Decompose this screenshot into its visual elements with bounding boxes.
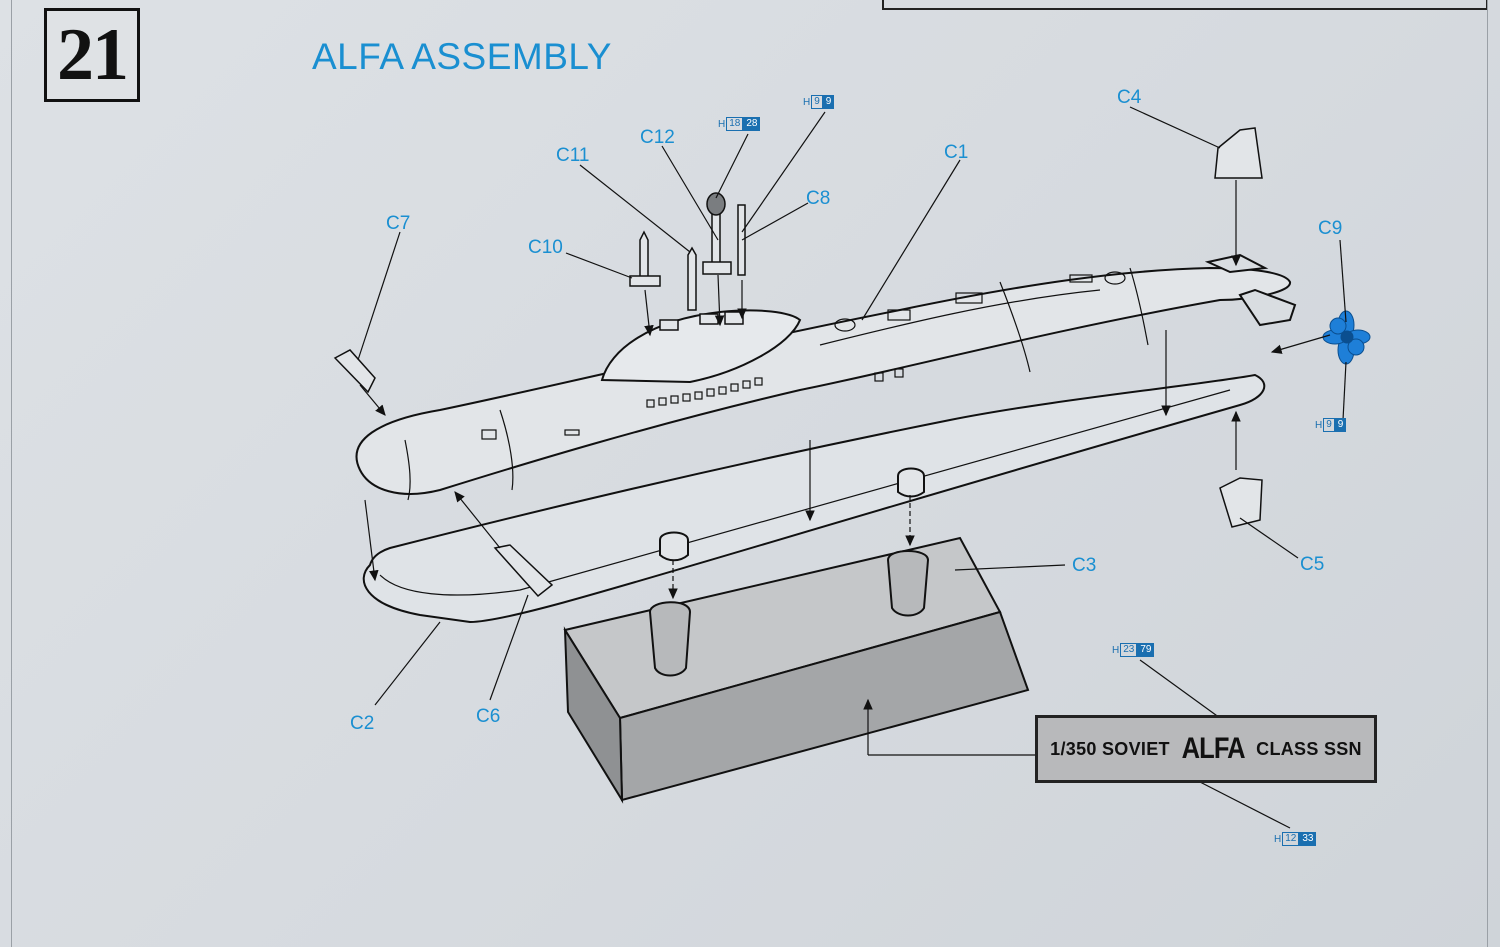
assembly-title: ALFA ASSEMBLY <box>312 36 612 77</box>
fin-c7 <box>333 349 376 394</box>
fin-c6 <box>493 544 554 598</box>
label-c4: C4 <box>1117 87 1142 108</box>
display-stand-c3 <box>563 467 1030 804</box>
step-number: 21 <box>57 13 129 96</box>
sail-parts <box>629 192 746 331</box>
label-c2: C2 <box>350 713 374 734</box>
left-border-rule <box>11 0 12 947</box>
step-number-box: 21 <box>44 8 140 102</box>
paint-code-4: H 23 79 <box>1112 643 1155 657</box>
plaque-prefix: 1/350 SOVIET <box>1050 738 1170 759</box>
name-plaque: 1/350 SOVIET ALFA CLASS SSN <box>1035 715 1377 783</box>
propeller-c9 <box>1322 310 1371 365</box>
rudder-c4 <box>1214 127 1263 179</box>
label-c5: C5 <box>1300 554 1324 575</box>
lower-hull-c2 <box>362 373 1266 624</box>
plaque-name: ALFA <box>1181 732 1245 765</box>
plaque-suffix: CLASS SSN <box>1256 738 1362 759</box>
label-c8: C8 <box>806 188 830 209</box>
label-c9: C9 <box>1318 218 1342 239</box>
label-c7: C7 <box>386 213 410 234</box>
paint-code-1: H 9 9 <box>803 95 835 109</box>
fin-parts <box>333 127 1263 598</box>
assembly-arrows <box>357 106 1347 829</box>
hull-detail-marks <box>481 271 1126 440</box>
paint-code-3: H 9 9 <box>1315 418 1347 432</box>
rudder-c5 <box>1219 477 1263 528</box>
label-c3: C3 <box>1072 555 1096 576</box>
part-labels: C1 C2 C3 C4 C5 C6 C7 C8 C9 C10 C11 C12 <box>350 87 1342 734</box>
label-c11: C11 <box>556 145 589 166</box>
upper-hull-c1 <box>355 253 1297 501</box>
label-c1: C1 <box>944 142 968 163</box>
paint-code-5: H 12 33 <box>1274 832 1317 846</box>
right-border-rule <box>1487 0 1488 947</box>
label-c12: C12 <box>640 127 675 148</box>
paint-code-2: H 18 28 <box>718 117 761 131</box>
label-c10: C10 <box>528 237 563 258</box>
label-c6: C6 <box>476 706 500 727</box>
